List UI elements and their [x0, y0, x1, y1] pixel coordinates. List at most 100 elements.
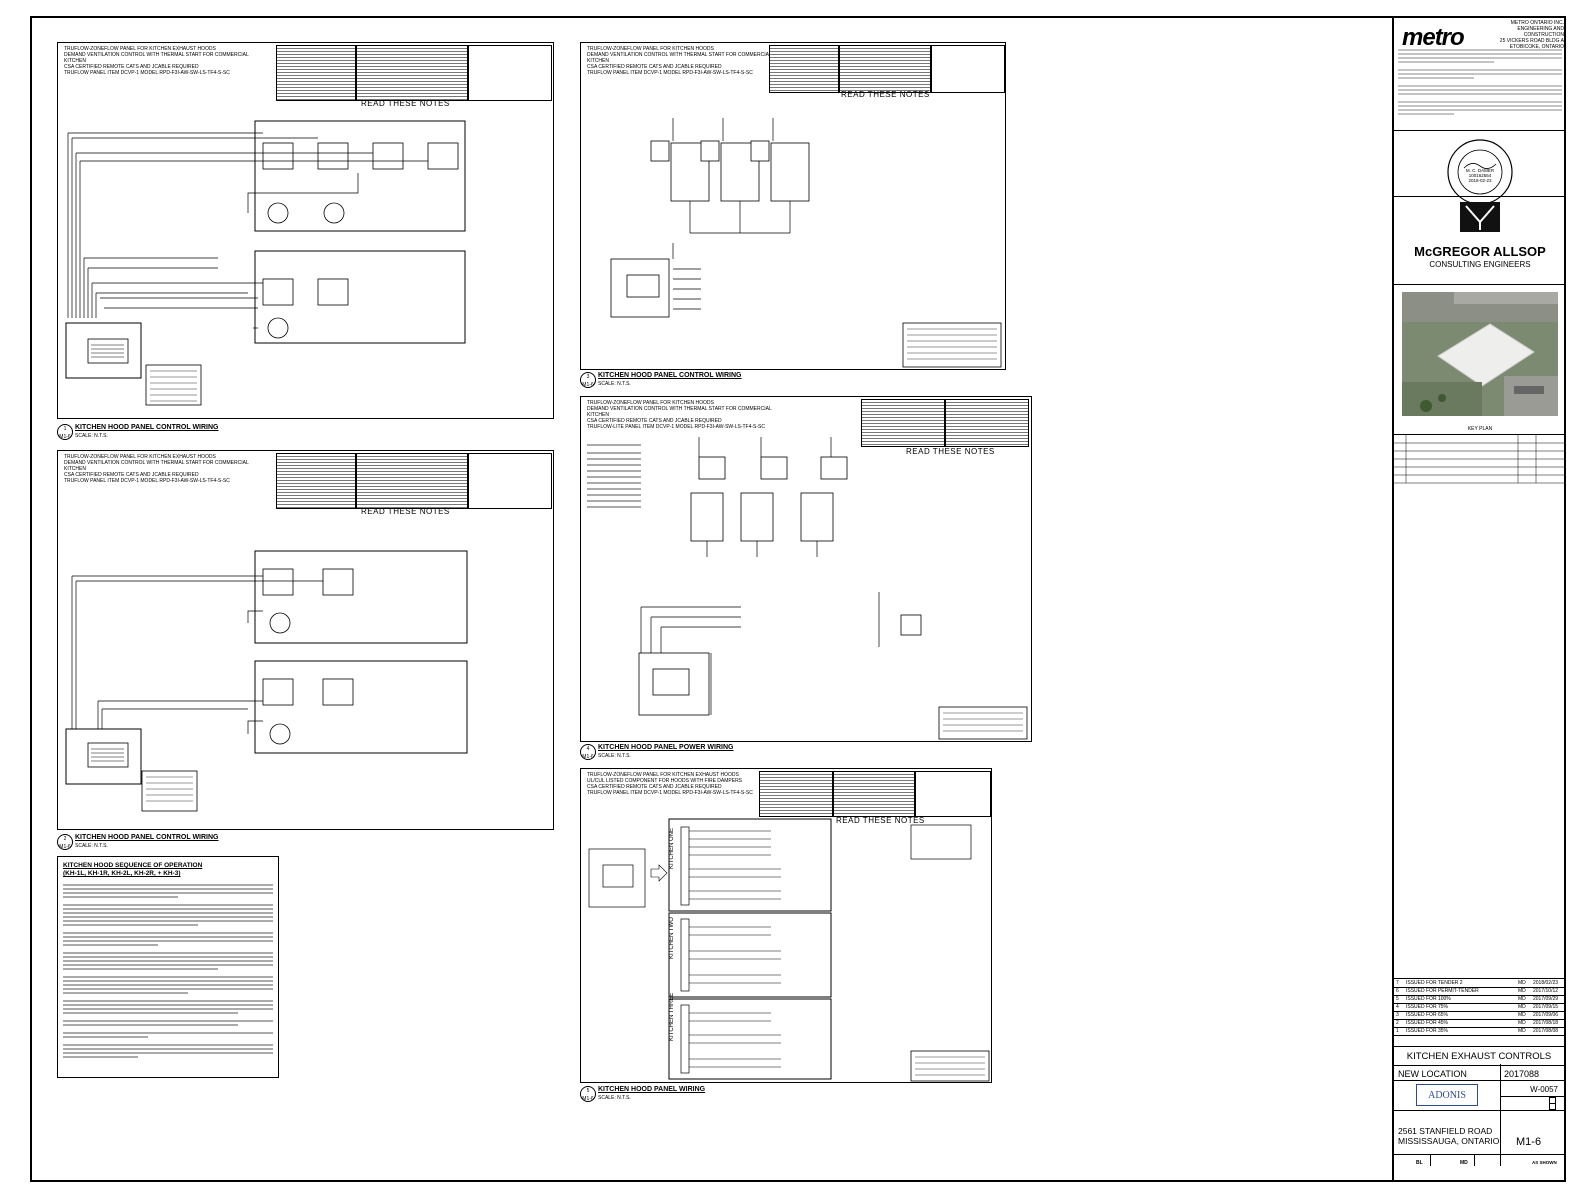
- drawing-5-read-notes: READ THESE NOTES: [836, 816, 925, 825]
- drawing-5-schematic: [588, 818, 990, 1082]
- bottom-divider: [1474, 1154, 1475, 1166]
- drawing-5-title: KITCHEN HOOD PANEL WIRING: [598, 1086, 706, 1093]
- drawing-4-title: KITCHEN HOOD PANEL POWER WIRING: [598, 744, 734, 751]
- drawing-4-schematic: [587, 437, 1028, 740]
- firm-logo: [1460, 202, 1500, 232]
- drawing-3-frame: TRUFLOW-ZONEFLOW PANEL FOR KITCHEN HOODS…: [580, 42, 1006, 370]
- drawing-2-read-notes: READ THESE NOTES: [361, 507, 450, 516]
- sheet-border: [30, 16, 1566, 1182]
- drawing-5-scale: SCALE: N.T.S.: [598, 1095, 631, 1101]
- drawing-3-read-notes: READ THESE NOTES: [841, 90, 930, 99]
- sequence-title: KITCHEN HOOD SEQUENCE OF OPERATION: [63, 862, 203, 869]
- drawing-2-frame: TRUFLOW-ZONEFLOW PANEL FOR KITCHEN EXHAU…: [57, 450, 554, 830]
- store-no-cell: W-0057: [1500, 1080, 1564, 1097]
- drawing-2-cable-pinout: [468, 453, 552, 509]
- firm-name: McGREGOR ALLSOP: [1414, 244, 1546, 259]
- drawing-no: M1-6: [1516, 1136, 1542, 1148]
- sequence-text-lines: [63, 884, 273, 1058]
- prelim-checkbox-2: [1549, 1103, 1556, 1110]
- drawing-4-notes-b: [945, 399, 1029, 447]
- drawing-3-cable-pinout: [931, 45, 1005, 93]
- key-plan-label: KEY PLAN: [1467, 426, 1493, 432]
- drawing-3-schematic: [610, 118, 1002, 368]
- drawing-2-schematic: [65, 550, 468, 812]
- drawing-title-cell: KITCHEN EXHAUST CONTROLS: [1394, 1046, 1564, 1066]
- bottom-divider: [1500, 1154, 1501, 1166]
- drawing-2-title: KITCHEN HOOD PANEL CONTROL WIRING: [75, 834, 219, 841]
- drawing-1-read-notes: READ THESE NOTES: [361, 99, 450, 108]
- drawing-1-scale: SCALE: N.T.S.: [75, 433, 108, 439]
- drawing-1-title: KITCHEN HOOD PANEL CONTROL WIRING: [75, 424, 219, 431]
- drawing-2-scale: SCALE: N.T.S.: [75, 843, 108, 849]
- drawing-4-scale: SCALE: N.T.S.: [598, 753, 631, 759]
- client-notes: [1398, 49, 1562, 115]
- checked-by: MD: [1460, 1160, 1468, 1166]
- drawing-3-title: KITCHEN HOOD PANEL CONTROL WIRING: [598, 372, 742, 379]
- scale-value: AS SHOWN: [1532, 1160, 1557, 1165]
- drawing-title: KITCHEN EXHAUST CONTROLS: [1406, 1051, 1552, 1062]
- client-address: METRO ONTARIO INC. ENGINEERING AND CONST…: [1499, 20, 1564, 50]
- drawing-1-schematic: [65, 120, 466, 406]
- design-logo: ADONIS: [1416, 1084, 1478, 1106]
- address-line-2: MISSISSAUGA, ONTARIO: [1398, 1136, 1500, 1146]
- tb-divider-3: [1394, 284, 1566, 285]
- drawing-1-header: TRUFLOW-ZONEFLOW PANEL FOR KITCHEN EXHAU…: [64, 46, 249, 76]
- title-block: metro METRO ONTARIO INC. ENGINEERING AND…: [1392, 16, 1566, 1182]
- design-logo-cell: ADONIS: [1394, 1080, 1501, 1111]
- bottom-divider: [1430, 1154, 1431, 1166]
- drawn-by: BL: [1416, 1160, 1423, 1166]
- drawing-1-cable-pinout: [468, 45, 552, 101]
- address-cell: 2561 STANFIELD ROAD MISSISSAUGA, ONTARIO: [1394, 1110, 1501, 1155]
- drawing-1-notes-a: [276, 45, 356, 101]
- store-no: W-0057: [1530, 1085, 1558, 1094]
- tb-divider-1: [1394, 130, 1566, 131]
- drawing-4-frame: TRUFLOW-ZONEFLOW PANEL FOR KITCHEN HOODS…: [580, 396, 1032, 742]
- key-plan-image: [1402, 292, 1558, 416]
- project-name: NEW LOCATION: [1398, 1069, 1467, 1079]
- drawing-3-scale: SCALE: N.T.S.: [598, 381, 631, 387]
- sequence-subtitle: (KH-1L, KH-1R, KH-2L, KH-2R, + KH-3): [63, 870, 181, 877]
- drawing-3-notes-b: [839, 45, 931, 93]
- drawing-4-notes-a: [861, 399, 945, 447]
- drawing-5-notes-b: [833, 771, 915, 817]
- client-logo: metro: [1402, 24, 1465, 51]
- prelim-cell: [1500, 1096, 1564, 1111]
- drawing-2-notes-b: [356, 453, 468, 509]
- drawing-no-cell: M1-6: [1500, 1110, 1564, 1155]
- design-logo-text: ADONIS: [1428, 1090, 1466, 1101]
- drawing-1-notes-b: [356, 45, 468, 101]
- firm-sub: CONSULTING ENGINEERS: [1429, 260, 1531, 269]
- bottom-row: BL MD AS SHOWN: [1394, 1154, 1564, 1180]
- drawing-5-header: TRUFLOW-ZONEFLOW PANEL FOR KITCHEN EXHAU…: [587, 772, 753, 796]
- drawing-4-read-notes: READ THESE NOTES: [906, 447, 995, 456]
- tb-divider-2: [1394, 196, 1566, 197]
- drawing-1-frame: TRUFLOW-ZONEFLOW PANEL FOR KITCHEN EXHAU…: [57, 42, 554, 419]
- sequence-box: KITCHEN HOOD SEQUENCE OF OPERATION (KH-1…: [57, 856, 279, 1078]
- drawing-2-header: TRUFLOW-ZONEFLOW PANEL FOR KITCHEN EXHAU…: [64, 454, 249, 484]
- project-no: 2017088: [1504, 1069, 1540, 1079]
- drawing-5-cable-pinout: [915, 771, 991, 817]
- project-no-cell: 2017088: [1500, 1064, 1564, 1081]
- stamp-text: M. C. DAMER 100162554 2018-02-23: [1465, 168, 1495, 183]
- project-name-cell: NEW LOCATION: [1394, 1064, 1501, 1081]
- tb-divider-4: [1394, 434, 1566, 435]
- address-line-1: 2561 STANFIELD ROAD: [1398, 1126, 1493, 1136]
- drawing-3-notes-a: [769, 45, 839, 93]
- drawing-5-frame: TRUFLOW-ZONEFLOW PANEL FOR KITCHEN EXHAU…: [580, 768, 992, 1083]
- drawing-4-header: TRUFLOW-ZONEFLOW PANEL FOR KITCHEN HOODS…: [587, 400, 772, 430]
- revision-header-grid: [1394, 435, 1566, 484]
- drawing-2-notes-a: [276, 453, 356, 509]
- drawing-3-header: TRUFLOW-ZONEFLOW PANEL FOR KITCHEN HOODS…: [587, 46, 772, 76]
